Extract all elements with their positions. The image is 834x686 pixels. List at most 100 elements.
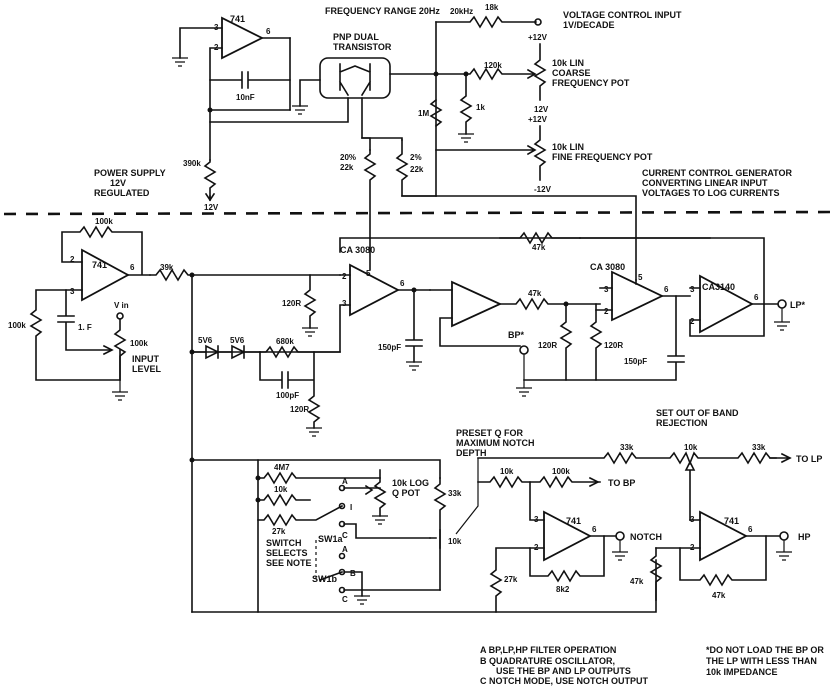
pin-label: 5 [638, 273, 643, 282]
resistor-33k-v [433, 477, 447, 591]
label-100k-fb: 100k [95, 217, 113, 226]
pot-fine [533, 125, 547, 181]
pin-label: 6 [592, 525, 597, 534]
pin-label: 6 [664, 285, 669, 294]
junction-dot [411, 287, 417, 293]
label-pos-b2: B [350, 569, 356, 578]
label-10k-notch: 10k [448, 537, 462, 546]
label-coarse-2: COARSE [552, 68, 591, 78]
wire [429, 289, 521, 347]
junction-dot [255, 497, 261, 503]
label-10k-bp: 10k [500, 467, 514, 476]
resistor-390k [203, 159, 217, 201]
label-zener-a: 5V6 [198, 336, 213, 345]
lp-output-terminal [777, 299, 787, 309]
ground-symbol [354, 595, 370, 605]
junction-dot [563, 301, 569, 307]
label-preset-1: PRESET Q FOR [456, 428, 524, 438]
note-a: A BP,LP,HP FILTER OPERATION [480, 645, 616, 655]
feedback-100k [61, 225, 151, 276]
label-47k-top: 47k [532, 243, 546, 252]
label-band-1: SET OUT OF BAND [656, 408, 739, 418]
wire [191, 559, 657, 613]
label-390k: 390k [183, 159, 201, 168]
pin-label: 6 [754, 293, 759, 302]
arrow-12v [204, 192, 216, 202]
resistor-120k [435, 67, 535, 81]
ground-symbol [372, 515, 388, 525]
label-4m7: 4M7 [274, 463, 290, 472]
vc-input-terminal [534, 18, 542, 26]
ota-ca3080-a [349, 263, 400, 317]
resistor-120r-a [303, 274, 317, 329]
ground-symbol [516, 354, 532, 397]
pin-label: 2 [604, 307, 609, 316]
ground-symbol [406, 361, 422, 371]
label-vc-1: VOLTAGE CONTROL INPUT [563, 10, 682, 20]
junction-dot [207, 107, 213, 113]
pin-label: 2 [70, 255, 75, 264]
ground-symbol [458, 133, 474, 143]
label-1m: 1M [418, 109, 429, 118]
wire [299, 79, 321, 107]
wiper-arrow [526, 68, 537, 80]
label-27k: 27k [272, 527, 286, 536]
label-22k-a: 22k [340, 163, 354, 172]
label-20pct: 20% [340, 153, 356, 162]
wire [179, 27, 223, 59]
wire [689, 287, 779, 337]
wire [318, 570, 441, 597]
pin-label: 5 [366, 269, 371, 278]
note-star-1: *DO NOT LOAD THE BP OR [706, 645, 824, 655]
label-pos-c2: C [342, 595, 348, 604]
label-1f: 1. F [78, 323, 92, 332]
resistor-47k [499, 297, 601, 311]
label-input-1: INPUT [132, 354, 160, 364]
label-fine-2: FINE FREQUENCY POT [552, 152, 653, 162]
leader-line [455, 458, 479, 535]
label-ccg-1: CURRENT CONTROL GENERATOR [642, 168, 793, 178]
label-ccg-2: CONVERTING LINEAR INPUT [642, 178, 768, 188]
opamp-741-notch [543, 510, 592, 562]
label-lp-out: LP* [790, 300, 806, 310]
resistor-chain-bp [477, 475, 601, 489]
resistor-18k [435, 15, 537, 29]
resistor-120r-b [559, 303, 573, 381]
label-pot-100k: 100k [130, 339, 148, 348]
label-plus12: +12V [528, 33, 548, 42]
resistor-47k-h2 [679, 535, 767, 587]
pin-label: 3 [690, 285, 695, 294]
notch-output-terminal [615, 531, 625, 541]
pot-input-level [113, 318, 127, 381]
zener-pair [191, 344, 261, 360]
opamp-741-input [81, 248, 130, 302]
label-zener-b: 5V6 [230, 336, 245, 345]
label-22k-b: 22k [410, 165, 424, 174]
resistor-27k [257, 504, 344, 527]
label-pos-b1: I [350, 503, 352, 512]
ground-symbol [292, 105, 308, 115]
label-2pct: 2% [410, 153, 422, 162]
label-120r-a: 120R [282, 299, 301, 308]
resistor-1m [429, 98, 443, 128]
wire [361, 137, 403, 141]
pin-label: 3 [70, 287, 75, 296]
wiper-arrow [102, 344, 114, 356]
label-swsel-1: SWITCH [266, 538, 302, 548]
capacitor-150pf-a [405, 289, 423, 363]
section-divider [3, 210, 831, 216]
label-fine-1: 10k LIN [552, 142, 584, 152]
opamp-741-top [221, 16, 265, 60]
label-ps-1: POWER SUPPLY [94, 168, 166, 178]
label-39k: 39k [160, 263, 174, 272]
junction-dot [463, 71, 469, 77]
label-hp: HP [798, 532, 811, 542]
label-1k: 1k [476, 103, 485, 112]
wire [401, 195, 637, 281]
label-741-top: 741 [230, 14, 245, 24]
label-qpot-2: Q POT [392, 488, 421, 498]
wire [191, 459, 441, 479]
label-100k-in: 100k [8, 321, 26, 330]
junction-dot [189, 457, 195, 463]
